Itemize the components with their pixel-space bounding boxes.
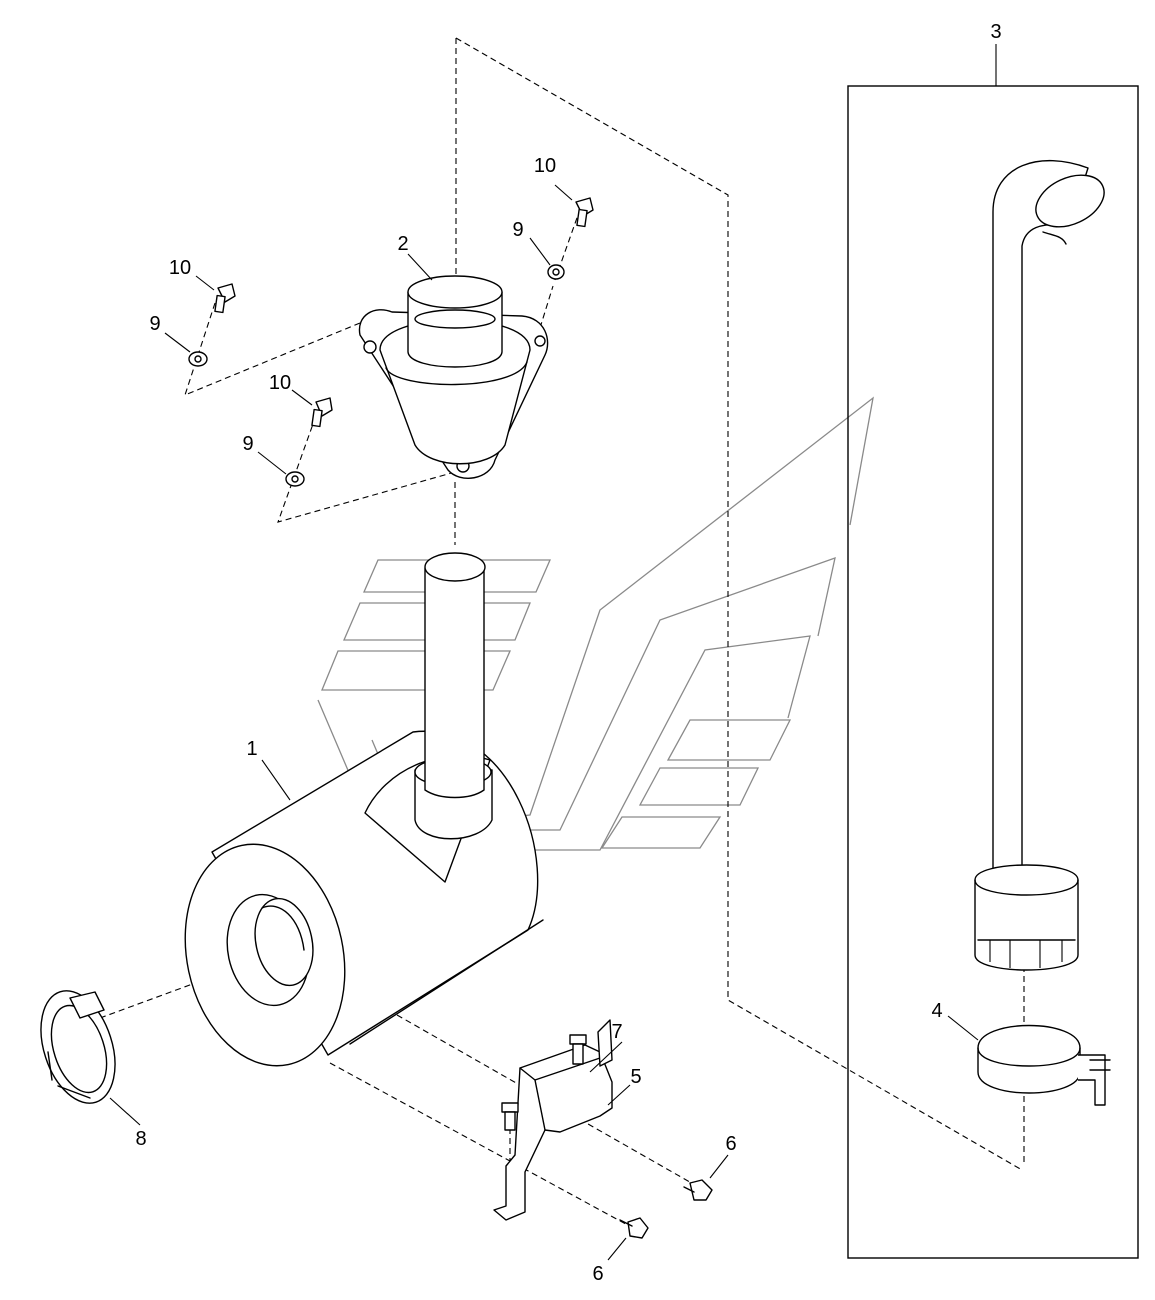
- bolt-bracket-left: [501, 1102, 519, 1131]
- air-cleaner-body: [184, 730, 544, 1067]
- hose-clamp: [40, 990, 116, 1104]
- callout-6-right: 6: [725, 1133, 736, 1155]
- callout-4: 4: [931, 1000, 942, 1022]
- callout-2: 2: [397, 233, 408, 255]
- inlet-hood: [358, 275, 549, 479]
- leader-lines: [109, 44, 997, 1261]
- bolt-6-bottom: [619, 1217, 649, 1239]
- bolt-6-right: [683, 1179, 713, 1201]
- item-callouts: 1 2 3 4 5 6 6 7 8 9 9 9 10 10 10: [135, 21, 1001, 1285]
- washer-9-top: [547, 264, 565, 280]
- callout-10-top: 10: [534, 155, 556, 177]
- washer-9-left: [188, 351, 208, 367]
- bolt-7: [569, 1034, 587, 1065]
- bolt-10-top: [575, 197, 594, 228]
- callout-10-right: 10: [269, 372, 291, 394]
- fasteners: [188, 197, 713, 1239]
- callout-7: 7: [611, 1021, 622, 1043]
- callout-3: 3: [990, 21, 1001, 43]
- washer-9-right: [285, 471, 305, 487]
- bolt-10-left: [214, 283, 236, 314]
- mounting-bracket: [493, 1019, 613, 1221]
- callout-1: 1: [246, 738, 257, 760]
- callout-8: 8: [135, 1128, 146, 1150]
- stack-pipe: [974, 160, 1105, 971]
- part-3-boundary-box: [847, 85, 1139, 1259]
- callout-9-right: 9: [242, 433, 253, 455]
- callout-10-left: 10: [169, 257, 191, 279]
- bolt-10-right: [311, 397, 333, 428]
- callout-9-top: 9: [512, 219, 523, 241]
- callout-6-bottom: 6: [592, 1263, 603, 1285]
- inlet-tube: [424, 552, 486, 799]
- callout-9-left: 9: [149, 313, 160, 335]
- callout-5: 5: [630, 1066, 641, 1088]
- band-clamp: [977, 1024, 1111, 1106]
